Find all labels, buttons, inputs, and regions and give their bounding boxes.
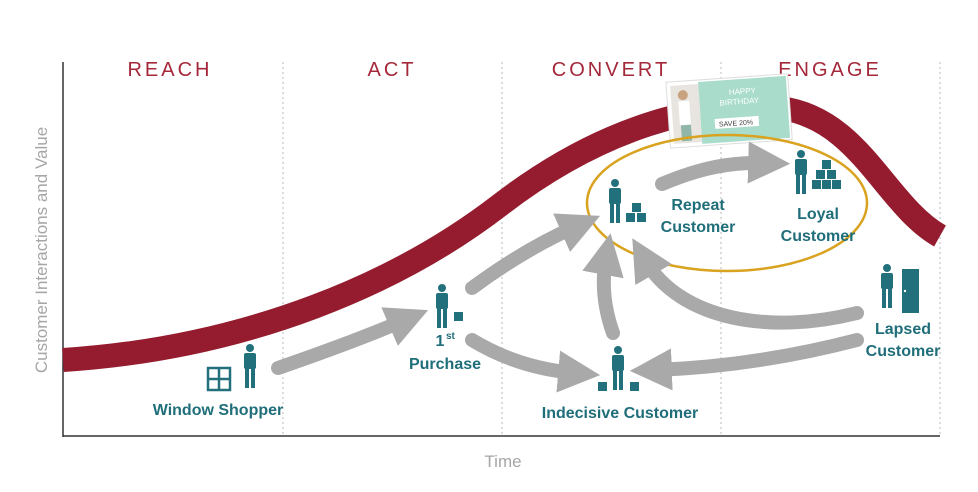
person-icon <box>244 344 256 388</box>
arrow-lapsed-to-indecisive <box>629 333 864 391</box>
birthday-coupon-image: HAPPY BIRTHDAY SAVE 20% <box>665 73 793 149</box>
label-first-purchase: Purchase <box>409 356 481 373</box>
person-icon <box>795 150 807 194</box>
box-icon <box>598 382 607 391</box>
stage-dividers <box>282 62 941 436</box>
label-loyal: Loyal <box>797 206 839 223</box>
stage-engage: ENGAGE <box>778 59 882 81</box>
stage-convert: CONVERT <box>552 59 670 81</box>
loyalty-ellipse <box>585 133 869 273</box>
stage-reach: REACH <box>127 59 212 81</box>
arrow-purchase-to-repeat <box>465 213 601 295</box>
label-lapsed-customer: Customer <box>866 343 941 360</box>
arrow-repeat-to-loyal <box>655 141 791 191</box>
box-icon <box>454 312 463 321</box>
person-icon <box>612 346 624 390</box>
arrow-window-to-purchase <box>271 307 429 375</box>
coupon-text: HAPPY <box>728 86 756 97</box>
label-first-purchase-suffix: st <box>446 331 456 342</box>
boxes-icon <box>812 160 841 189</box>
coupon-text: BIRTHDAY <box>719 96 760 108</box>
stage-act: ACT <box>368 59 417 81</box>
window-icon <box>206 366 232 392</box>
person-icon <box>436 284 448 328</box>
person-icon <box>609 179 621 223</box>
label-first-purchase-number: 1 <box>436 333 445 350</box>
x-axis-label: Time <box>484 452 521 471</box>
box-icon <box>630 382 639 391</box>
arrow-purchase-to-indecisive <box>465 333 601 393</box>
label-repeat: Repeat <box>671 197 725 214</box>
label-loyal-customer: Customer <box>781 228 856 245</box>
person-icon <box>881 264 893 308</box>
label-indecisive: Indecisive Customer <box>542 405 699 422</box>
label-window-shopper: Window Shopper <box>153 402 284 419</box>
coupon-offer: SAVE 20% <box>719 119 754 128</box>
arrow-lapsed-to-repeat <box>632 238 864 330</box>
label-repeat-customer: Customer <box>661 219 736 236</box>
flow-arrows <box>271 141 864 393</box>
label-lapsed: Lapsed <box>875 321 931 338</box>
y-axis-label: Customer Interactions and Value <box>32 127 51 373</box>
door-icon <box>902 269 919 313</box>
value-curve <box>62 94 947 372</box>
arrow-indecisive-to-repeat <box>582 233 624 340</box>
boxes-icon <box>626 203 646 222</box>
